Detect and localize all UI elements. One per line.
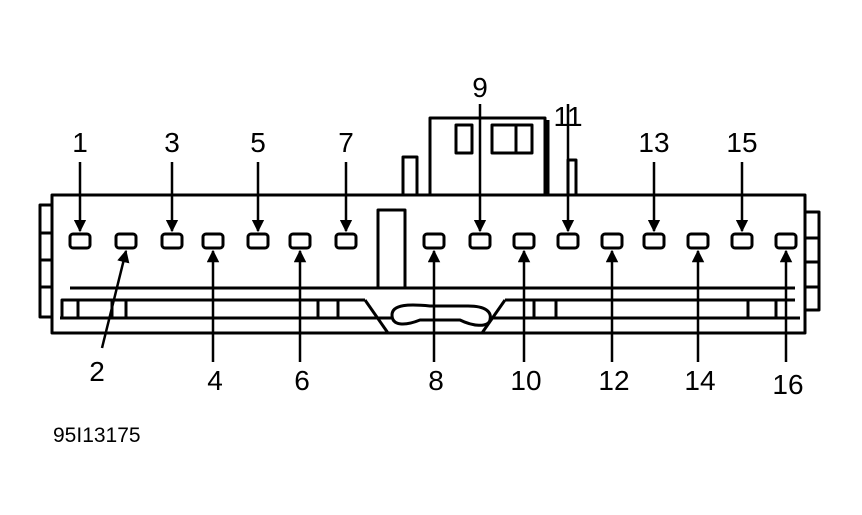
pin-15: 15 bbox=[726, 127, 758, 250]
pin-number-label: 5 bbox=[250, 127, 266, 158]
pin-cavity bbox=[642, 232, 666, 250]
pin-number-label: 13 bbox=[638, 127, 669, 158]
pin-number-label: 14 bbox=[684, 365, 715, 396]
pin-13: 13 bbox=[638, 127, 670, 250]
pin-10: 10 bbox=[510, 232, 542, 396]
pin-3: 3 bbox=[160, 127, 184, 250]
pin-number-label: 12 bbox=[598, 365, 629, 396]
pin-cavity bbox=[774, 232, 798, 250]
pin-12: 12 bbox=[598, 232, 630, 396]
pin-number-label: 16 bbox=[772, 369, 803, 400]
pin-6: 6 bbox=[288, 232, 312, 396]
pin-number-label: 7 bbox=[338, 127, 354, 158]
pin-cavity bbox=[556, 232, 580, 250]
pin-number-label: 3 bbox=[164, 127, 180, 158]
pin-cavity bbox=[334, 232, 358, 250]
pin-cavity bbox=[160, 232, 184, 250]
pin-cavity bbox=[600, 232, 624, 250]
pin-5: 5 bbox=[246, 127, 270, 250]
pin-cavity bbox=[512, 232, 536, 250]
pin-16: 16 bbox=[772, 232, 804, 400]
pin-cavity bbox=[686, 232, 710, 250]
pin-cavity bbox=[422, 232, 446, 250]
pin-number-label: 9 bbox=[472, 72, 488, 103]
pin-cavity bbox=[468, 232, 492, 250]
pin-number-label: 10 bbox=[510, 365, 541, 396]
pin-2: 2 bbox=[89, 232, 138, 387]
pin-7: 7 bbox=[334, 127, 358, 250]
pin-cavity bbox=[68, 232, 92, 250]
pin-9: 9 bbox=[468, 72, 492, 250]
pin-number-label: 8 bbox=[428, 365, 444, 396]
pin-8: 8 bbox=[422, 232, 446, 396]
pin-14: 14 bbox=[684, 232, 716, 396]
pin-number-label: 1 bbox=[72, 127, 88, 158]
pin-cavity bbox=[201, 232, 225, 250]
pin-number-label: 4 bbox=[207, 365, 223, 396]
pin-11: 11 bbox=[553, 101, 583, 250]
pin-number-label: 15 bbox=[726, 127, 757, 158]
pin-number-label: 2 bbox=[89, 356, 105, 387]
callout-arrow bbox=[100, 249, 130, 349]
figure-id: 95I13175 bbox=[53, 424, 141, 447]
connector-body bbox=[38, 116, 821, 335]
pin-4: 4 bbox=[201, 232, 225, 396]
pin-1: 1 bbox=[68, 127, 92, 250]
pin-cavity bbox=[246, 232, 270, 250]
pin-number-label: 11 bbox=[553, 101, 582, 132]
pin-number-label: 6 bbox=[294, 365, 310, 396]
pin-cavity bbox=[114, 232, 138, 250]
pin-cavity bbox=[288, 232, 312, 250]
pin-cavity bbox=[730, 232, 754, 250]
